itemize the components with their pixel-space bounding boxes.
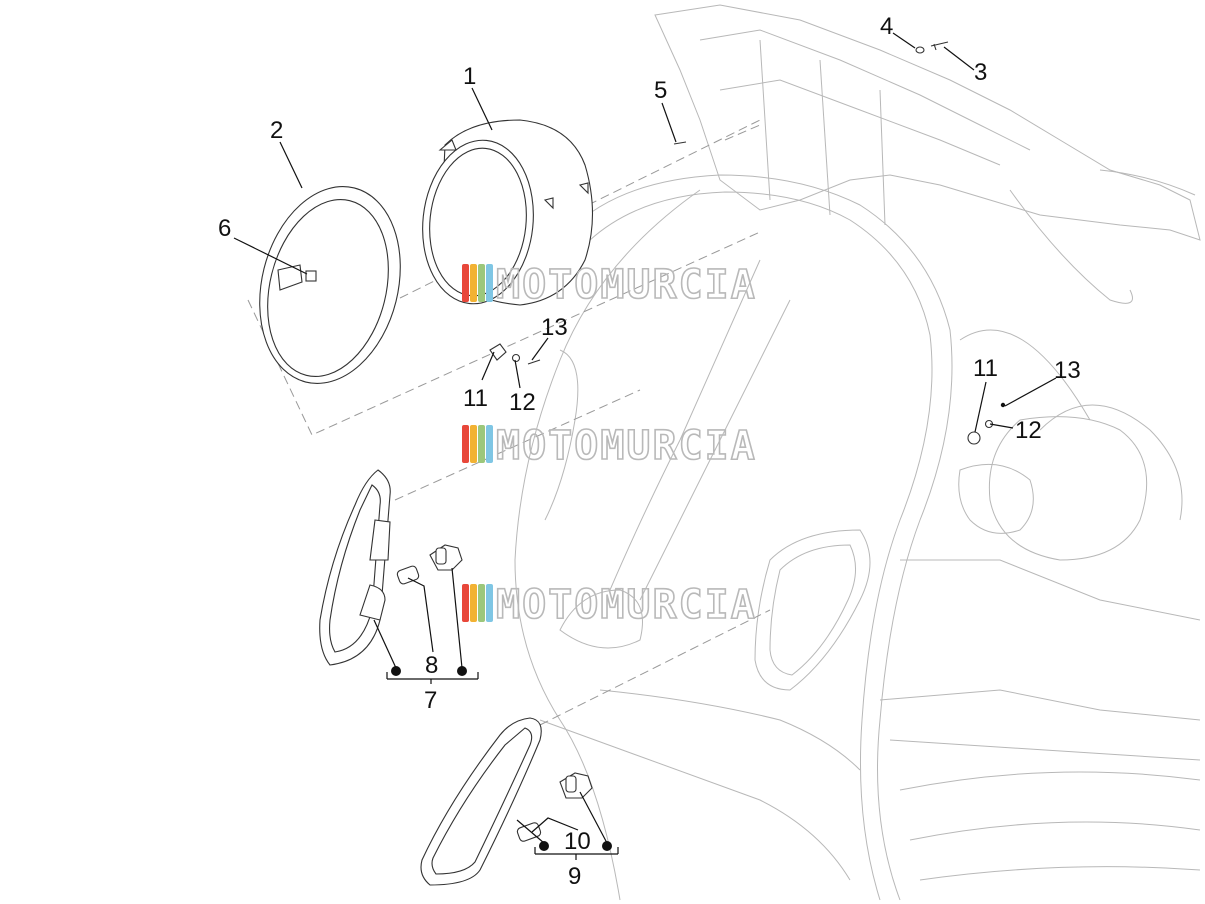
callout-12-right: 12 bbox=[1015, 417, 1042, 444]
scooter-body-outline bbox=[514, 4, 1201, 901]
callout-4: 4 bbox=[880, 13, 893, 40]
callout-2: 2 bbox=[270, 117, 283, 144]
callout-13-right: 13 bbox=[1054, 357, 1081, 384]
callout-1: 1 bbox=[463, 63, 476, 90]
callout-6: 6 bbox=[218, 215, 231, 242]
headlight-unit bbox=[422, 119, 594, 306]
callout-11-left: 11 bbox=[463, 385, 488, 412]
headlight-trim-ring bbox=[259, 186, 401, 384]
front-turn-signal-upper bbox=[319, 469, 391, 666]
callout-8: 8 bbox=[425, 652, 438, 679]
bulbs-and-sockets bbox=[396, 544, 593, 842]
small-hardware bbox=[489, 41, 1006, 445]
leader-lines bbox=[233, 32, 1057, 860]
watermark-motomurcia: MOTOMURCIA MOTOMURCIA MOTOMURCIA bbox=[462, 261, 757, 629]
callout-11-right: 11 bbox=[973, 355, 998, 382]
callout-10: 10 bbox=[564, 828, 591, 855]
callout-12-left: 12 bbox=[509, 389, 536, 416]
watermark-text: MOTOMURCIA bbox=[496, 582, 757, 628]
callout-7: 7 bbox=[424, 687, 437, 714]
front-turn-signal-lower bbox=[420, 717, 542, 886]
watermark-text: MOTOMURCIA bbox=[496, 423, 757, 469]
watermark-text: MOTOMURCIA bbox=[496, 262, 757, 308]
callout-3: 3 bbox=[974, 59, 987, 86]
callout-9: 9 bbox=[568, 863, 581, 890]
callout-13-left: 13 bbox=[541, 314, 568, 341]
callout-labels: 1 2 3 4 5 6 7 8 9 10 11 11 12 12 13 13 bbox=[218, 13, 1081, 890]
callout-5: 5 bbox=[654, 77, 667, 104]
